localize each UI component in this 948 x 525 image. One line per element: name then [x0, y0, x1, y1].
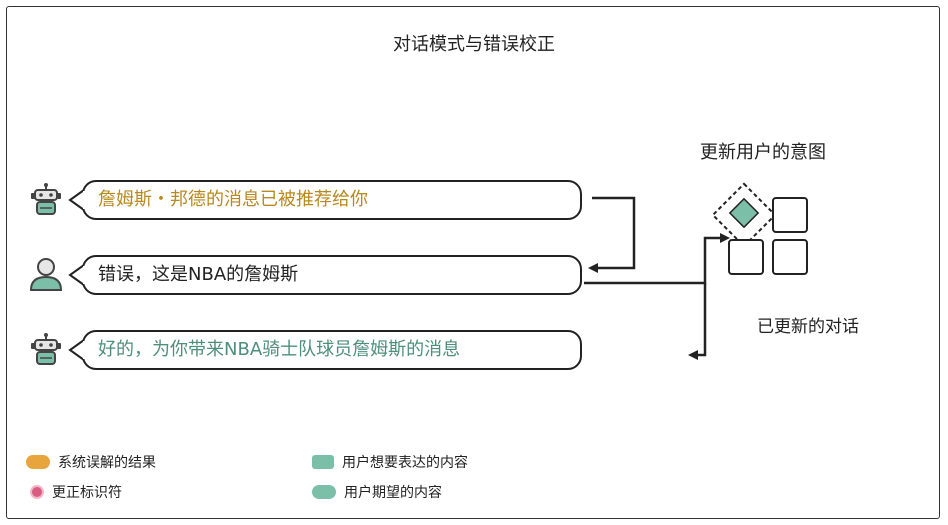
- feedback-arrow: [592, 196, 636, 270]
- bot-message-text: 詹姆斯・邦德的消息已被推荐给你: [98, 189, 368, 210]
- robot-icon: [31, 183, 61, 215]
- bot-reply-bubble: 好的，为你带来NBA骑士队球员詹姆斯的消息: [82, 330, 582, 370]
- bot-reply-text: 好的，为你带来NBA骑士队球员詹姆斯的消息: [98, 339, 461, 360]
- user-message-bubble: 错误，这是NBA的詹姆斯: [82, 255, 582, 295]
- bot-message-bubble: 詹姆斯・邦德的消息已被推荐给你: [82, 180, 582, 220]
- user-message-text: 错误，这是NBA的詹姆斯: [98, 264, 299, 285]
- orange-swatch: [26, 455, 50, 469]
- intent-update-title: 更新用户的意图: [700, 142, 826, 163]
- green-pill-swatch: [312, 485, 336, 499]
- green-rect-swatch: [312, 455, 334, 469]
- updated-dialog-label: 已更新的对话: [757, 317, 859, 337]
- robot-icon: [31, 333, 61, 365]
- legend-label: 用户期望的内容: [344, 485, 442, 501]
- updated-dialog-arrow: [694, 283, 707, 357]
- legend-item-system-misread: 系统误解的结果: [26, 452, 156, 472]
- bubble-tail: [68, 189, 85, 211]
- bubble-tail: [68, 339, 85, 361]
- legend-label: 系统误解的结果: [58, 455, 156, 471]
- legend-label: 用户想要表达的内容: [342, 455, 468, 471]
- legend-item-user-expected: 用户期望的内容: [312, 482, 442, 502]
- user-icon: [29, 258, 63, 291]
- legend-item-correction-marker: 更正标识符: [30, 482, 122, 502]
- page-title: 对话模式与错误校正: [393, 34, 555, 55]
- intent-grid-icon: [711, 182, 808, 275]
- legend-label: 更正标识符: [52, 485, 122, 501]
- diagram-frame: [6, 6, 940, 519]
- bubble-tail: [68, 264, 85, 286]
- legend-item-user-intent: 用户想要表达的内容: [312, 452, 468, 472]
- pink-marker-swatch: [30, 485, 44, 499]
- intent-update-arrow: [584, 236, 724, 285]
